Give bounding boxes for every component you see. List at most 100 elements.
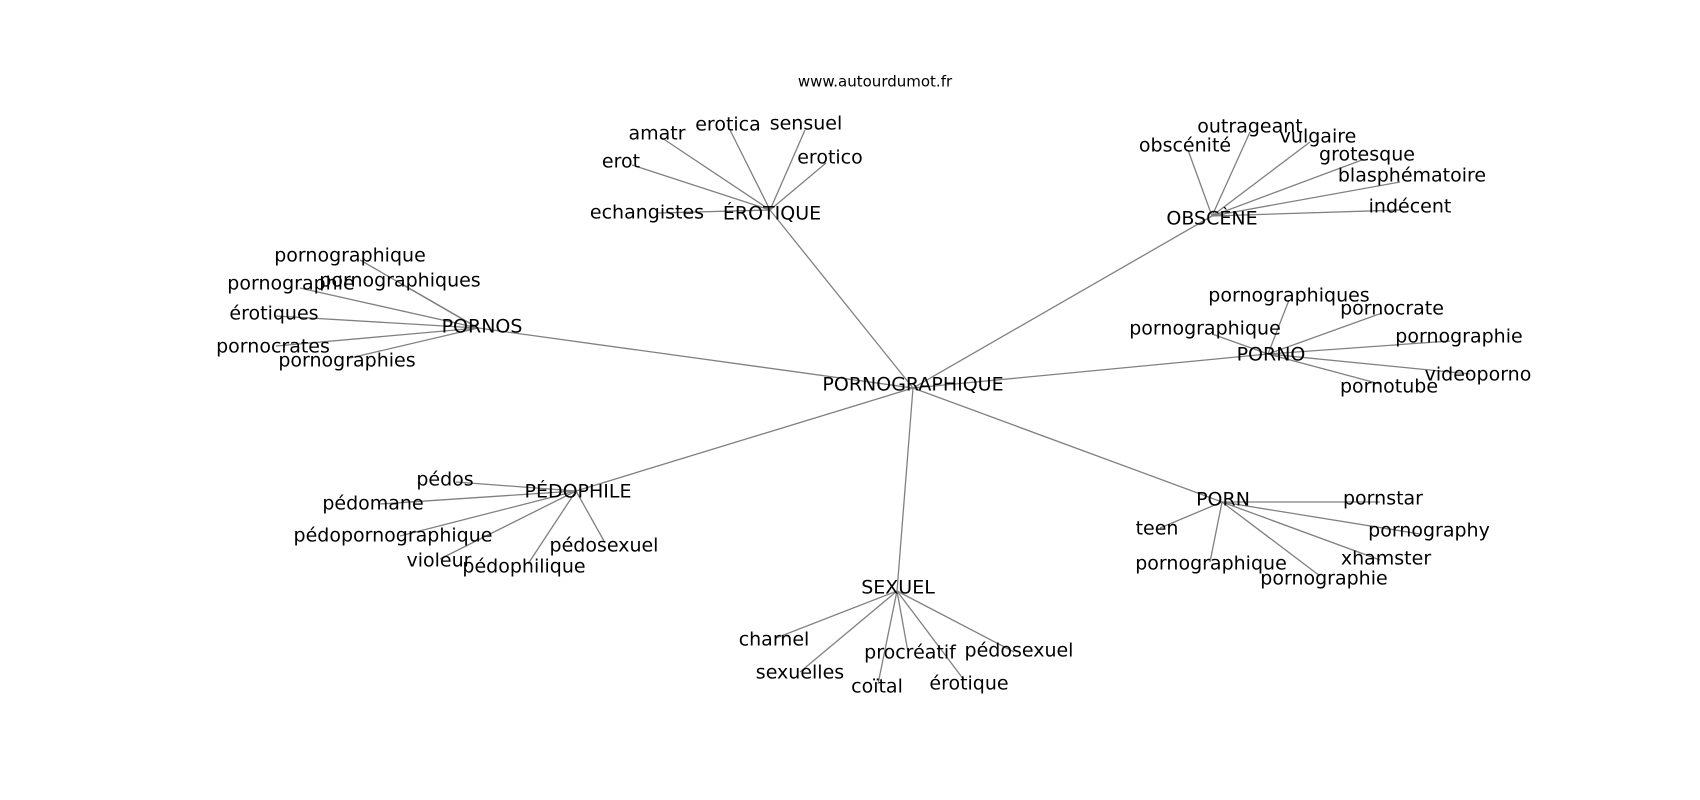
edge-center-pornos_hub bbox=[477, 327, 914, 389]
hub-node-label: PORNO bbox=[1237, 344, 1306, 366]
edge-pedophile_hub-5 bbox=[527, 490, 577, 565]
edge-pedophile_hub-3 bbox=[575, 490, 605, 542]
edge-porno_hub-3 bbox=[1267, 340, 1451, 355]
edge-sexuel_hub-4 bbox=[896, 590, 965, 681]
leaf-node-label: outrageant bbox=[1197, 116, 1302, 138]
leaf-node-label: érotique bbox=[929, 673, 1008, 695]
edge-porno_hub-1 bbox=[1267, 312, 1383, 355]
edge-obscene_hub-1 bbox=[1187, 149, 1213, 217]
leaf-node-label: pédosexuel bbox=[965, 640, 1074, 662]
source-url: www.autourdumot.fr bbox=[798, 73, 953, 91]
edge-sexuel_hub-1 bbox=[896, 590, 909, 653]
leaf-node-label: charnel bbox=[739, 629, 810, 651]
edge-porn_hub-2 bbox=[1221, 501, 1421, 535]
leaf-node-label: pornographie bbox=[227, 273, 354, 295]
leaf-node-label: pédophilique bbox=[462, 556, 585, 578]
hub-node-label: OBSCÈNE bbox=[1166, 207, 1257, 230]
edge-erotique_hub-2 bbox=[769, 129, 806, 211]
edge-porno_hub-0 bbox=[1267, 299, 1290, 355]
edge-center-pedophile_hub bbox=[575, 387, 914, 492]
edge-erotique_hub-1 bbox=[729, 129, 771, 211]
edge-pornos_hub-1 bbox=[399, 282, 479, 329]
edge-center-porn_hub bbox=[912, 387, 1223, 503]
leaf-node-label: grotesque bbox=[1319, 144, 1415, 166]
leaf-node-label: pornographiques bbox=[319, 270, 480, 292]
leaf-node-label: érotiques bbox=[229, 303, 318, 325]
edge-obscene_hub-5 bbox=[1211, 209, 1401, 217]
hub-node-label: PÉDOPHILE bbox=[525, 480, 632, 503]
leaf-node-label: erotica bbox=[695, 114, 761, 136]
edge-porn_hub-3 bbox=[1209, 501, 1223, 563]
edge-sexuel_hub-0 bbox=[775, 590, 898, 639]
leaf-node-label: erotico bbox=[797, 147, 863, 169]
edge-obscene_hub-0 bbox=[1211, 131, 1251, 217]
leaf-node-label: sexuelles bbox=[756, 662, 844, 684]
leaf-node-label: pornocrate bbox=[1340, 298, 1444, 320]
leaf-node-label: pornographique bbox=[1129, 318, 1281, 340]
edge-pedophile_hub-0 bbox=[455, 481, 577, 492]
edge-porn_hub-4 bbox=[1221, 501, 1381, 561]
leaf-node-label: pornographiques bbox=[1208, 285, 1369, 307]
edge-pornos_hub-3 bbox=[275, 315, 479, 329]
edge-sexuel_hub-3 bbox=[799, 590, 898, 673]
leaf-node-label: pornographique bbox=[274, 245, 426, 267]
edge-pornos_hub-4 bbox=[275, 327, 479, 347]
edge-porno_hub-5 bbox=[1267, 353, 1381, 385]
edge-porn_hub-5 bbox=[1221, 501, 1321, 577]
leaf-node-label: echangistes bbox=[590, 202, 704, 224]
leaf-node-label: pédopornographique bbox=[294, 525, 493, 547]
leaf-node-label: violeur bbox=[407, 550, 472, 572]
edge-pedophile_hub-2 bbox=[399, 490, 577, 537]
hub-node-label: PORN bbox=[1196, 489, 1250, 511]
edge-porno_hub-4 bbox=[1267, 353, 1471, 375]
hub-node-label: SEXUEL bbox=[861, 577, 935, 599]
edge-porn_hub-1 bbox=[1159, 501, 1223, 529]
leaf-node-label: pornography bbox=[1368, 520, 1490, 542]
leaf-node-label: procréatif bbox=[864, 642, 957, 664]
leaf-node-label: amatr bbox=[628, 123, 685, 145]
edge-erotique_hub-3 bbox=[631, 164, 771, 211]
edge-porno_hub-2 bbox=[1211, 333, 1269, 355]
leaf-node-label: erot bbox=[602, 151, 640, 173]
edge-obscene_hub-4 bbox=[1211, 181, 1401, 217]
leaf-node-label: coïtal bbox=[851, 676, 903, 698]
leaf-node-label: pornographies bbox=[278, 350, 415, 372]
leaf-node-label: teen bbox=[1136, 518, 1179, 540]
edge-pornos_hub-5 bbox=[349, 327, 479, 359]
leaf-node-label: pornographie bbox=[1395, 326, 1522, 348]
edge-pedophile_hub-1 bbox=[379, 490, 577, 505]
leaf-node-label: videoporno bbox=[1425, 364, 1532, 386]
leaf-node-label: blasphématoire bbox=[1338, 165, 1486, 187]
edge-sexuel_hub-2 bbox=[896, 590, 1015, 653]
graph-labels: amatr erotica sensuel erot erotico echangiste… bbox=[216, 113, 1531, 698]
leaf-node-label: vulgaire bbox=[1280, 126, 1357, 148]
edge-center-erotique_hub bbox=[769, 209, 914, 389]
leaf-node-label: sensuel bbox=[770, 113, 843, 135]
hub-node-label: ÉROTIQUE bbox=[723, 202, 821, 225]
leaf-node-label: pornstar bbox=[1343, 488, 1423, 510]
edge-pedophile_hub-4 bbox=[439, 490, 577, 560]
leaf-node-label: xhamster bbox=[1341, 548, 1431, 570]
leaf-node-label: pornographie bbox=[1260, 568, 1387, 590]
leaf-node-label: pédosexuel bbox=[550, 535, 659, 557]
edge-obscene_hub-3 bbox=[1211, 159, 1363, 217]
graph-edges bbox=[275, 129, 1471, 685]
leaf-node-label: obscénité bbox=[1139, 135, 1231, 157]
edge-sexuel_hub-5 bbox=[877, 590, 898, 685]
hub-node-label: PORNOS bbox=[442, 316, 523, 338]
edge-obscene_hub-2 bbox=[1211, 141, 1311, 217]
edge-erotique_hub-4 bbox=[769, 162, 827, 211]
edge-pornos_hub-2 bbox=[299, 287, 479, 329]
leaf-node-label: pornocrates bbox=[216, 336, 330, 358]
leaf-node-label: pornographique bbox=[1135, 553, 1287, 575]
leaf-node-label: indécent bbox=[1369, 196, 1452, 218]
leaf-node-label: pornotube bbox=[1340, 376, 1438, 398]
leaf-node-label: pédomane bbox=[322, 493, 423, 515]
center-node-label: PORNOGRAPHIQUE bbox=[822, 374, 1003, 396]
edge-center-sexuel_hub bbox=[896, 387, 914, 592]
edge-erotique_hub-0 bbox=[661, 137, 771, 211]
edge-erotique_hub-5 bbox=[657, 209, 771, 214]
edge-center-obscene_hub bbox=[912, 215, 1213, 389]
leaf-node-label: pédos bbox=[416, 469, 473, 491]
